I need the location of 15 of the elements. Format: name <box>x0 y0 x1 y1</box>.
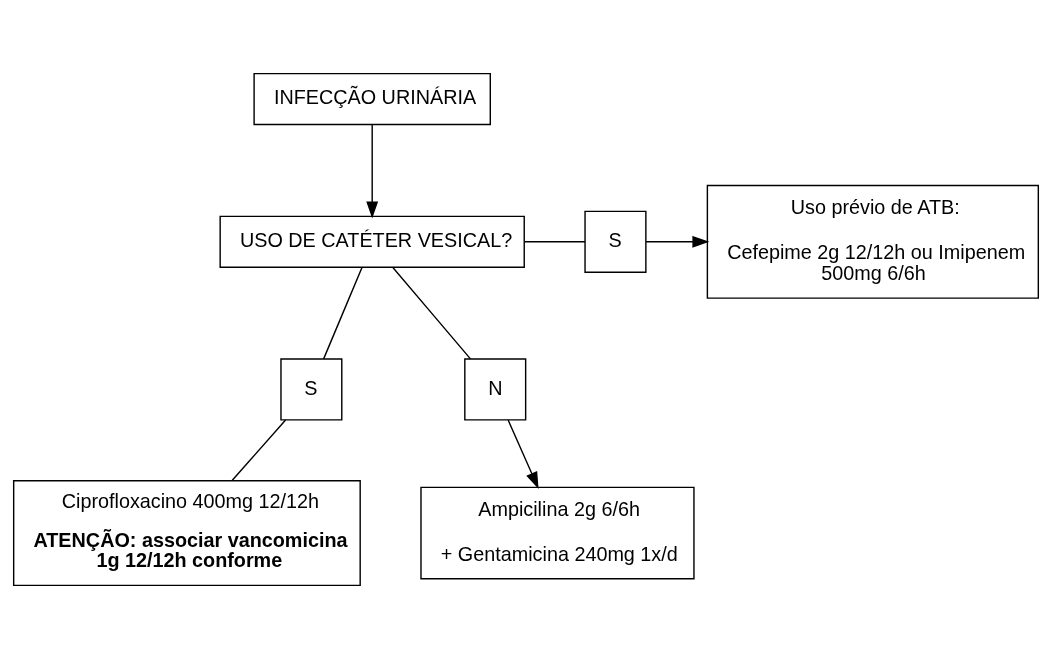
node-box: USO DE CATÉTER VESICAL? <box>219 215 525 268</box>
connector <box>524 241 586 243</box>
node-box: Uso prévio de ATB: Cefepime 2g 12/12h ou Imipenem 500mg 6/6h <box>706 184 1040 299</box>
connector <box>322 267 363 360</box>
connector <box>392 267 472 360</box>
node-box: Ampicilina 2g 6/6h + Gentamicina 240mg 1x/d <box>420 486 695 580</box>
arrow <box>507 419 539 489</box>
connector <box>231 419 287 481</box>
node-box: Ciprofloxacino 400mg 12/12h ATENÇÃO: associar vancomicina 1g 12/12h conforme <box>12 480 361 587</box>
node-box: INFECÇÃO URINÁRIA <box>253 72 491 126</box>
node-box: N <box>464 358 527 421</box>
node-box: S <box>584 210 647 273</box>
arrow <box>645 235 710 248</box>
node-box: S <box>280 358 343 421</box>
arrow <box>366 124 379 219</box>
